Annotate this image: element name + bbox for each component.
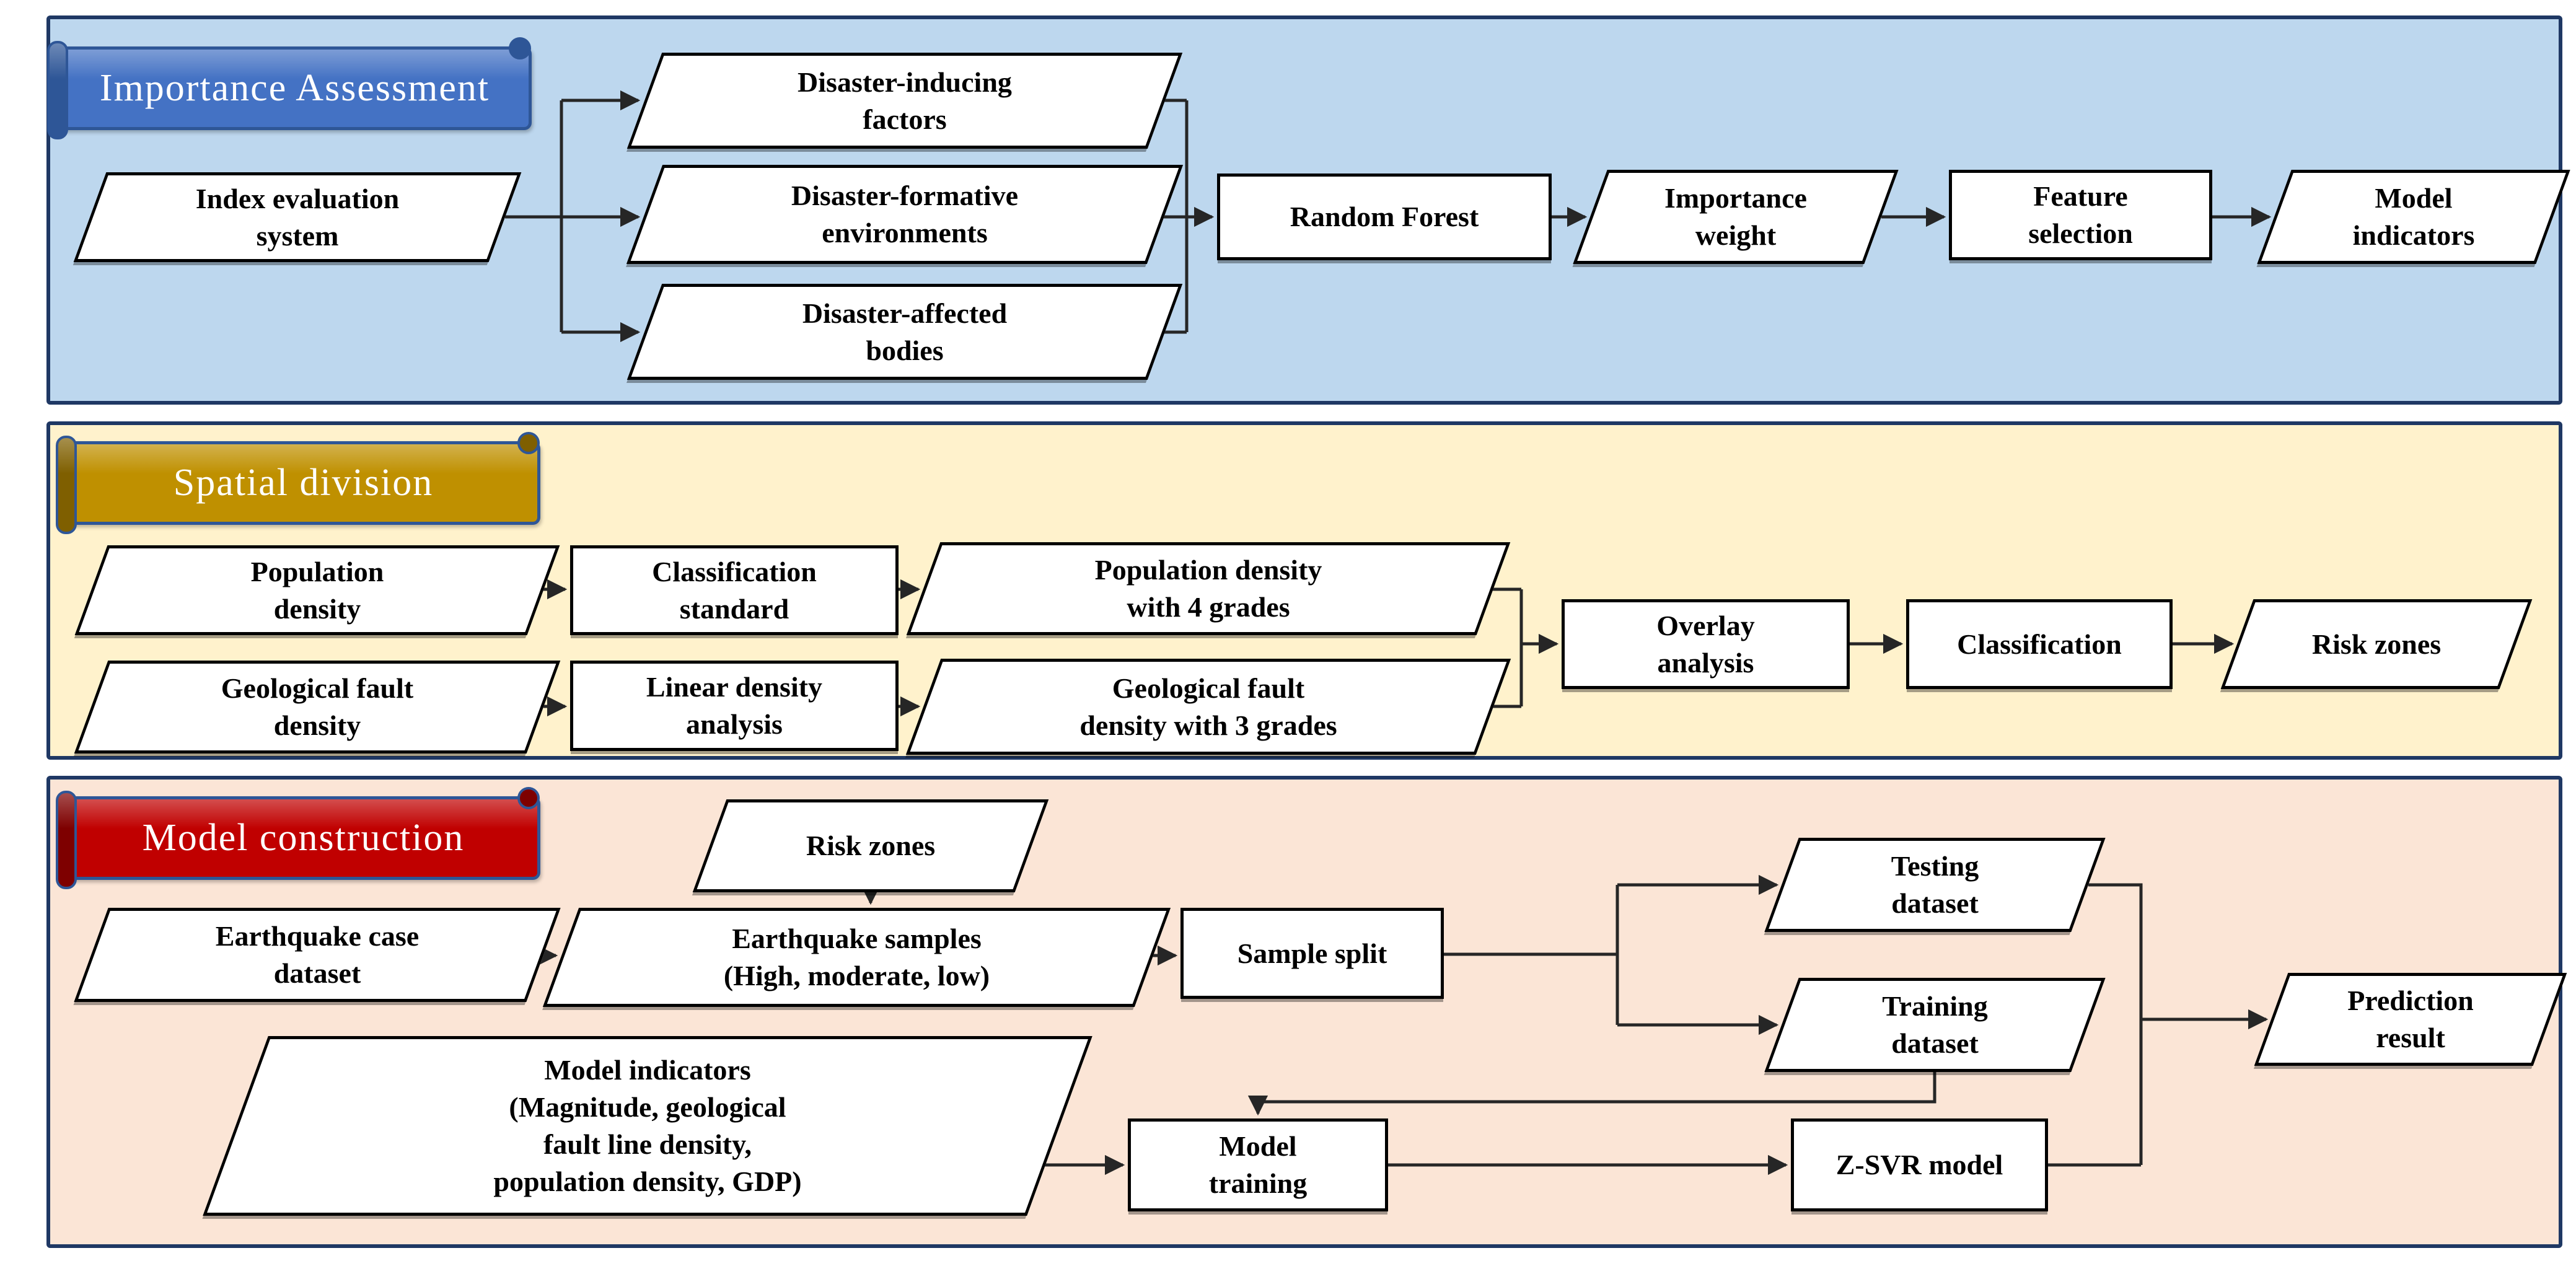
node-risk-zones: Risk zones bbox=[2237, 599, 2516, 689]
ribbon-curl-icon bbox=[509, 37, 531, 59]
node-zsvr-model: Z-SVR model bbox=[1791, 1118, 2048, 1211]
ribbon-roll-icon bbox=[56, 791, 77, 889]
node-random-forest: Random Forest bbox=[1217, 174, 1552, 260]
node-sample-split: Sample split bbox=[1180, 908, 1444, 999]
node-earthquake-samples: Earthquake samples(High, moderate, low) bbox=[561, 908, 1153, 1007]
banner-spatial-division: Spatial division bbox=[56, 432, 540, 534]
node-classification: Classification bbox=[1906, 599, 2173, 689]
node-label: Risk zones bbox=[806, 830, 936, 861]
node-risk-zones-input: Risk zones bbox=[710, 799, 1032, 892]
ribbon-curl-icon bbox=[517, 432, 540, 454]
node-label: Sample split bbox=[1237, 937, 1387, 969]
section-title: Spatial division bbox=[173, 462, 434, 504]
banner-importance-assessment: Importance Assessment bbox=[47, 37, 532, 139]
section-title: Importance Assessment bbox=[99, 67, 490, 109]
ribbon-roll-icon bbox=[47, 41, 68, 139]
edges-model-construction bbox=[537, 874, 2269, 1175]
ribbon-roll-icon bbox=[56, 436, 77, 534]
node-label: Earthquake samples(High, moderate, low) bbox=[723, 923, 990, 991]
node-label: Z-SVR model bbox=[1835, 1149, 2003, 1180]
banner-model-construction: Model construction bbox=[56, 787, 540, 889]
node-label: Random Forest bbox=[1290, 201, 1479, 232]
section-title: Model construction bbox=[142, 817, 465, 859]
node-label: Classification bbox=[1957, 628, 2122, 660]
node-label: Risk zones bbox=[2311, 628, 2442, 660]
ribbon-curl-icon bbox=[517, 787, 540, 809]
